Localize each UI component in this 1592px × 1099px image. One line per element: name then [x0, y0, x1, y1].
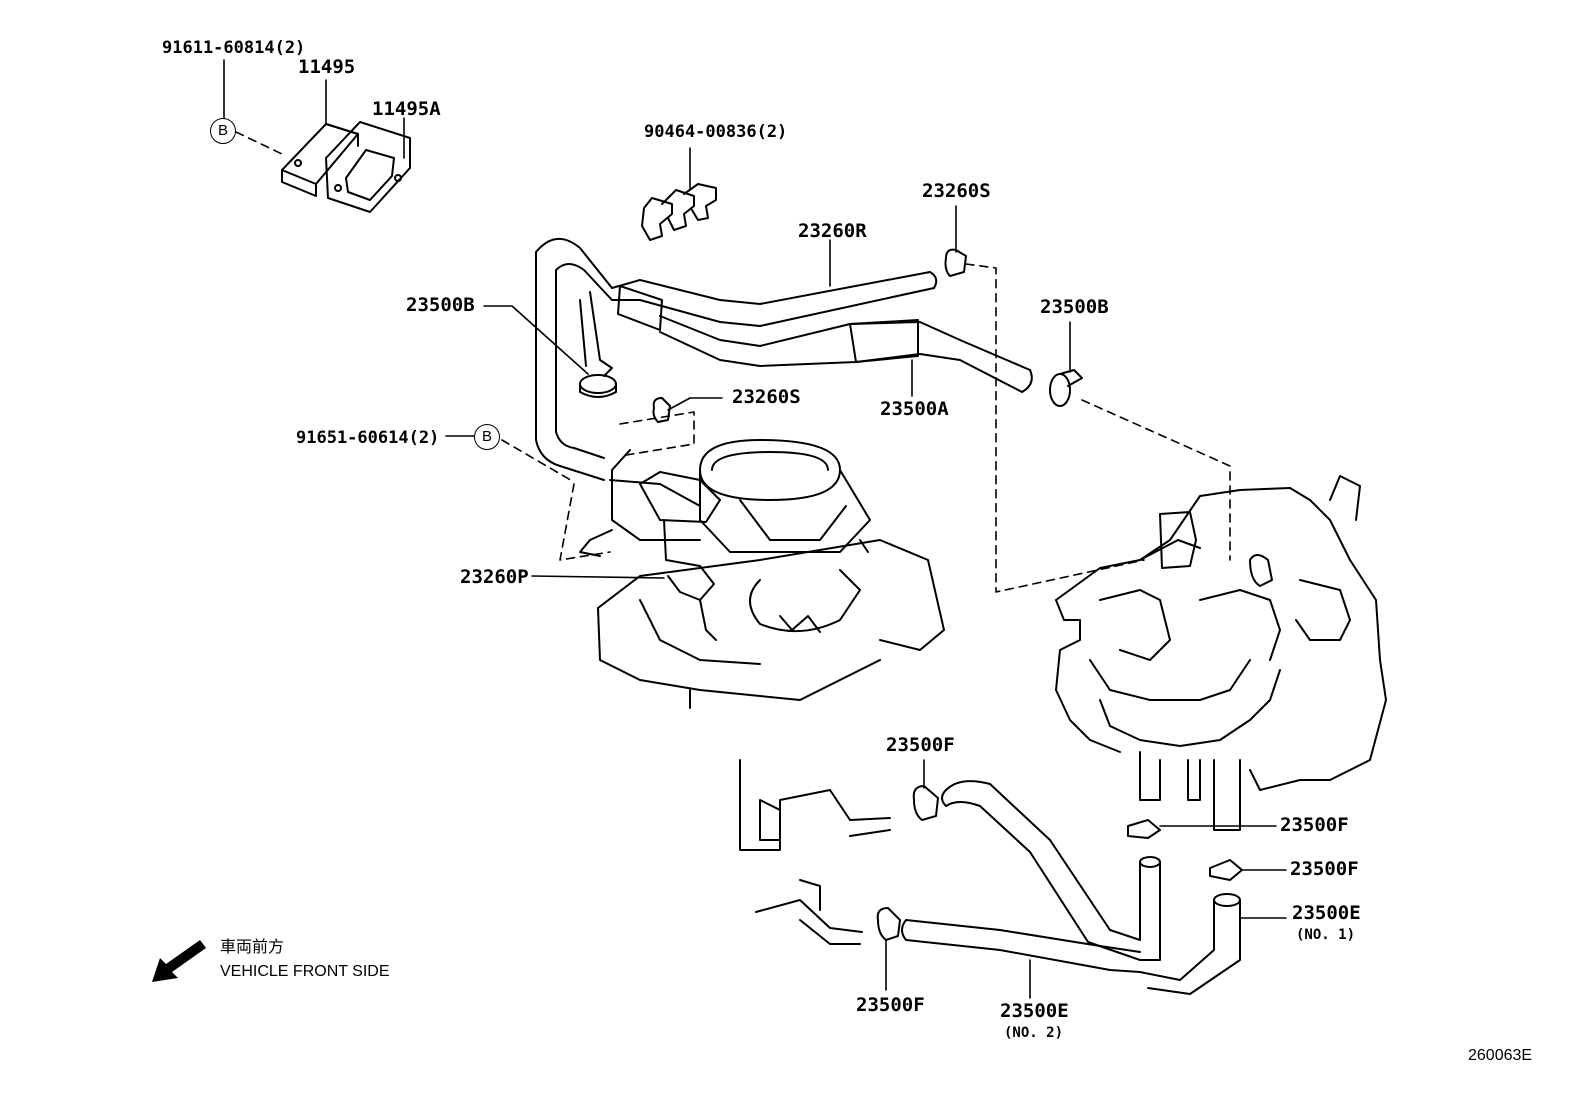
- clamp-23500B-left: [579, 374, 617, 398]
- direction-note-jp: 車両前方: [220, 939, 285, 956]
- hose-clip: [641, 183, 717, 241]
- label-23500F-right-2: 23500F: [1290, 858, 1359, 880]
- label-23260P: 23260P: [460, 566, 529, 588]
- diagram-code: 260063E: [1468, 1047, 1533, 1064]
- hose-23500E-no1: [1139, 893, 1241, 995]
- leader-lines: [223, 59, 1287, 999]
- label-23500F-top: 23500F: [886, 734, 955, 756]
- engine-block-right: [1055, 475, 1387, 831]
- clamp-23500B-right: [1049, 369, 1083, 407]
- lower-left-bracket: [739, 759, 891, 945]
- label-23500F-bottom: 23500F: [856, 994, 925, 1016]
- direction-note-en: VEHICLE FRONT SIDE: [220, 963, 390, 980]
- label-90464-00836: 90464-00836(2): [644, 122, 788, 142]
- label-23260S-mid: 23260S: [732, 386, 801, 408]
- ref-b-circle-top: B: [210, 118, 236, 144]
- label-23500E-no1-sub: (NO. 1): [1296, 927, 1356, 943]
- throttle-body: [579, 439, 945, 709]
- vacuum-hose-23260R: [535, 238, 938, 481]
- label-23500B-left: 23500B: [406, 294, 475, 316]
- label-23260R: 23260R: [798, 220, 867, 242]
- vacuum-hose-23500A: [579, 291, 1033, 393]
- label-23500E-no1: 23500E: [1292, 902, 1361, 924]
- label-91611-60814: 91611-60814(2): [162, 38, 306, 58]
- dashed-guide-lines: [235, 131, 1231, 593]
- label-11495: 11495: [298, 56, 356, 78]
- label-91651-60614: 91651-60614(2): [296, 428, 440, 448]
- ref-b-circle-mid: B: [474, 424, 500, 450]
- flange-gasket-assembly: [281, 121, 411, 213]
- label-23500F-right-1: 23500F: [1280, 814, 1349, 836]
- clamp-23260S-top: [944, 248, 967, 277]
- label-11495A: 11495A: [372, 98, 441, 120]
- clamps-23500F: [876, 785, 1243, 941]
- hose-23500E-no2: [901, 780, 1161, 973]
- label-23500A: 23500A: [880, 398, 949, 420]
- label-23500B-right: 23500B: [1040, 296, 1109, 318]
- label-23500E-no2-sub: (NO. 2): [1004, 1025, 1064, 1041]
- clamp-23260S-mid: [652, 397, 671, 423]
- label-23260S-top: 23260S: [922, 180, 991, 202]
- front-direction-arrow-icon: [152, 940, 206, 982]
- label-23500E-no2: 23500E: [1000, 1000, 1069, 1022]
